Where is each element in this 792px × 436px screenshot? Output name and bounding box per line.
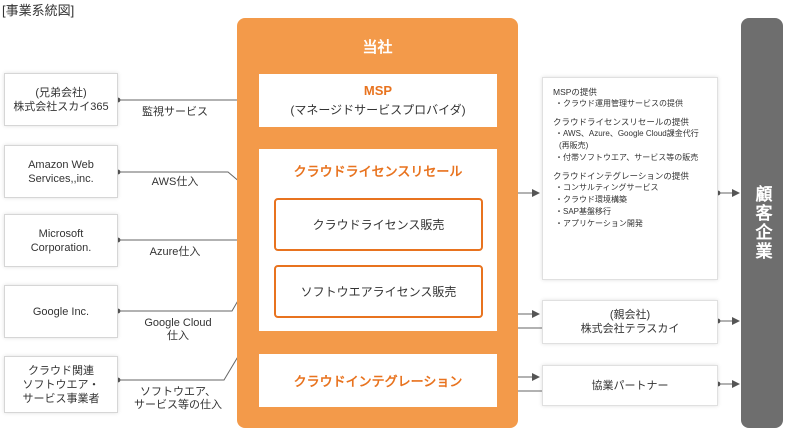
supplier-sky365: (兄弟会社) 株式会社スカイ365 [4,73,118,126]
msp-title: MSP [363,83,393,98]
flow-label-google-cloud: Google Cloud 仕入 [144,317,212,342]
msp-box: MSP (マネージドサービスプロバイダ) [259,74,497,127]
supplier-cloud-vendors: クラウド関連 ソフトウエア・ サービス事業者 [4,356,118,413]
cloud-integration-box: クラウドインテグレーション [259,354,497,407]
software-license-sales: ソフトウエアライセンス販売 [274,265,483,318]
service-heading-integration: クラウドインテグレーションの提供 [553,171,689,181]
service-item: ・コンサルティングサービス [555,183,659,192]
services-panel: MSPの提供 ・クラウド運用管理サービスの提供 クラウドライセンスリセールの提供… [542,77,718,280]
flow-label-software: ソフトウエア、 サービス等の仕入 [134,386,222,411]
flow-label-azure: Azure仕入 [149,246,201,258]
msp-subtitle: (マネージドサービスプロバイダ) [290,103,466,117]
supplier-google: Google Inc. [4,285,118,338]
service-item: ・SAP基盤移行 [555,207,612,216]
flow-label-monitoring: 監視サービス [142,106,208,118]
service-item: ・アプリケーション開発 [555,219,643,228]
service-item: ・AWS、Azure、Google Cloud課金代行 [555,129,699,138]
partner-box: 協業パートナー [542,365,718,406]
service-item: ・付帯ソフトウエア、サービス等の販売 [555,153,699,162]
cloud-license-title: クラウドライセンスリセール [293,164,463,179]
company-title: 当社 [362,39,393,56]
parent-company-box: (親会社) 株式会社テラスカイ [542,300,718,344]
service-heading-msp: MSPの提供 [553,87,597,97]
client-bar: 顧客企業 [741,18,783,428]
service-item: ・クラウド環境構築 [555,195,627,204]
service-item: ・クラウド運用管理サービスの提供 [555,99,683,108]
supplier-microsoft: Microsoft Corporation. [4,214,118,267]
service-item: (再販売) [559,141,589,150]
flow-label-aws: AWS仕入 [151,176,199,188]
diagram-title: [事業系統図] [2,3,75,18]
supplier-aws: Amazon Web Services,,inc. [4,145,118,198]
service-heading-cloud-license: クラウドライセンスリセールの提供 [553,117,689,127]
cloud-license-sales: クラウドライセンス販売 [274,198,483,251]
